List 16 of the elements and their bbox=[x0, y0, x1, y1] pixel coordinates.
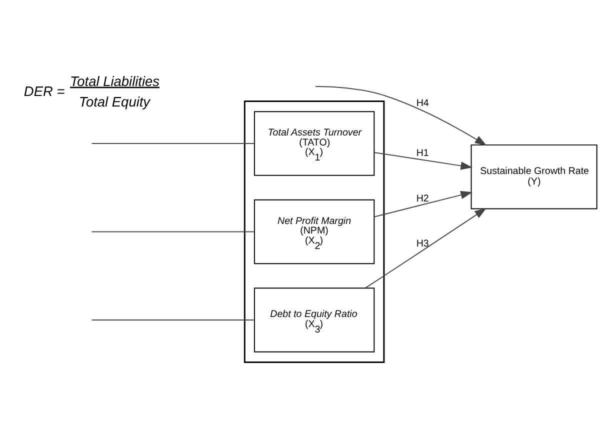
edge-label: H1 bbox=[416, 148, 429, 160]
edge-label: H2 bbox=[416, 193, 429, 204]
arrow bbox=[314, 86, 487, 146]
label: Total Equity bbox=[78, 94, 150, 110]
arrow bbox=[374, 152, 472, 170]
edge-label: H3 bbox=[416, 238, 429, 250]
label: DER = bbox=[24, 84, 65, 100]
edge-label: H4 bbox=[416, 98, 429, 110]
arrow bbox=[364, 208, 486, 289]
cluster bbox=[244, 100, 385, 363]
connector bbox=[91, 142, 255, 144]
connector bbox=[91, 320, 255, 321]
connector bbox=[91, 231, 255, 232]
label: Total Liabilities bbox=[70, 74, 160, 89]
arrow bbox=[374, 190, 472, 218]
node-box: Sustainable Growth Rate (Y) bbox=[470, 144, 598, 210]
